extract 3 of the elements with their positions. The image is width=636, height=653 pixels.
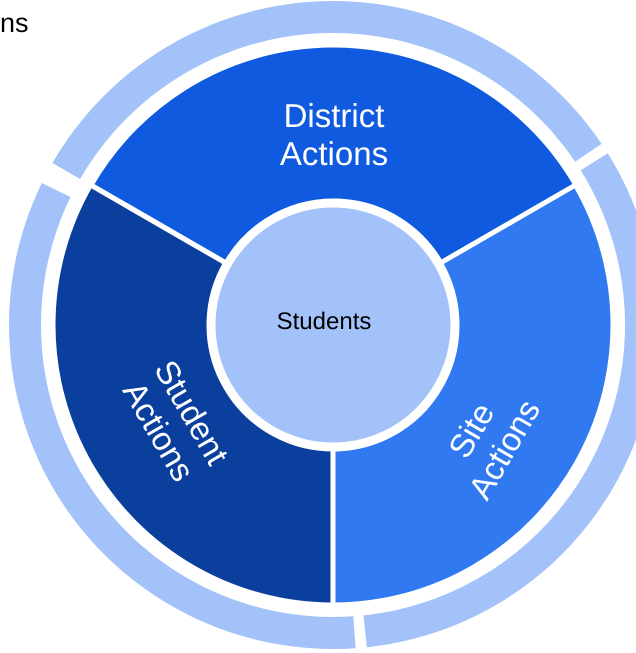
segment-label: District Actions (278, 97, 390, 173)
heading-fragment: ns (0, 8, 29, 39)
center-label: Students (276, 308, 372, 336)
